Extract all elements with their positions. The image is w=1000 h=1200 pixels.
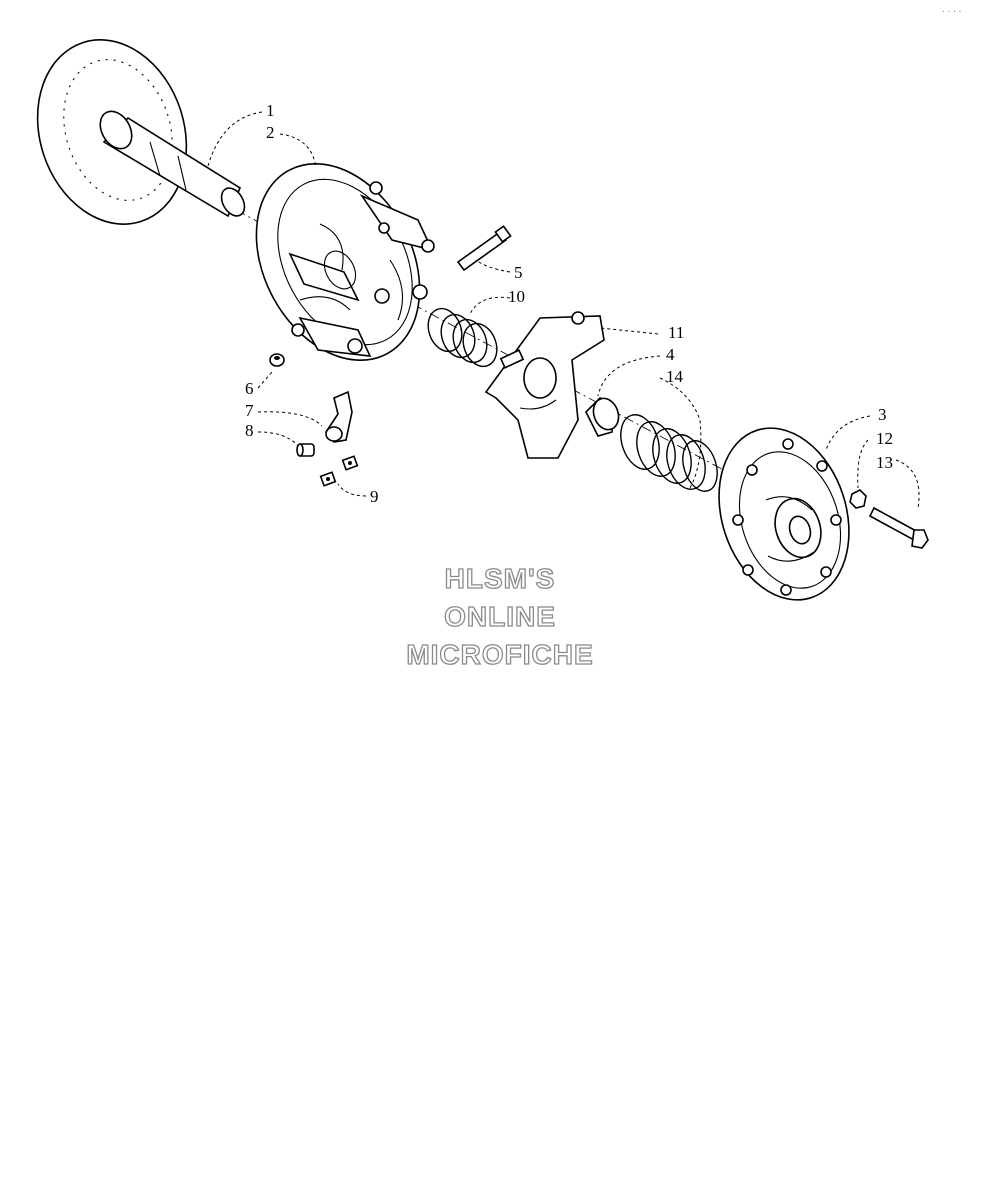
sheave-disc-icon bbox=[36, 39, 246, 225]
callout-5: 5 bbox=[514, 263, 523, 282]
coil-spring-icon bbox=[620, 414, 718, 492]
bushing-icon bbox=[585, 397, 620, 437]
callout-9: 9 bbox=[370, 487, 379, 506]
callout-11: 11 bbox=[668, 323, 684, 342]
callout-8: 8 bbox=[245, 421, 254, 440]
watermark: HLSM'S ONLINE MICROFICHE bbox=[406, 562, 594, 670]
callout-3: 3 bbox=[878, 405, 887, 424]
watermark-line-2: ONLINE bbox=[444, 601, 556, 632]
cover-plate-icon bbox=[718, 427, 850, 601]
callout-14: 14 bbox=[666, 367, 684, 386]
coil-spring-icon bbox=[427, 307, 498, 368]
callout-12: 12 bbox=[876, 429, 893, 448]
watermark-line-3: MICROFICHE bbox=[406, 639, 593, 670]
bolt-icon bbox=[868, 506, 929, 549]
spider-arm-icon bbox=[484, 311, 605, 459]
callout-10: 10 bbox=[508, 287, 525, 306]
leader-lines bbox=[207, 111, 920, 509]
callouts: 1 2 3 4 5 6 7 8 9 10 11 12 13 14 bbox=[245, 101, 893, 506]
watermark-line-1: HLSM'S bbox=[445, 563, 556, 594]
washer-icon bbox=[319, 455, 359, 487]
callout-1: 1 bbox=[266, 101, 275, 120]
nut-icon bbox=[849, 489, 867, 509]
callout-7: 7 bbox=[245, 401, 254, 420]
pin-icon bbox=[456, 225, 512, 272]
callout-6: 6 bbox=[245, 379, 254, 398]
callout-13: 13 bbox=[876, 453, 893, 472]
callout-2: 2 bbox=[266, 123, 275, 142]
roller-icon bbox=[296, 443, 315, 457]
sheave-body-icon bbox=[255, 163, 435, 361]
cap-icon bbox=[269, 353, 285, 367]
callout-4: 4 bbox=[666, 345, 675, 364]
corner-mark: . . . . bbox=[942, 4, 961, 15]
weight-arm-icon bbox=[325, 390, 353, 443]
